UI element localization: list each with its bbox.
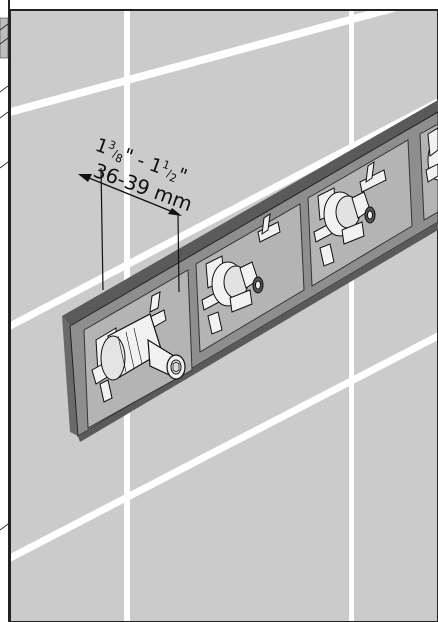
valve-cartridge-icon [425,127,438,183]
valve-cartridge-icon [313,160,387,267]
dimension-arrow-icon [78,174,182,216]
valve-cartridge-icon [201,212,281,335]
tiled-wall [9,0,438,622]
valve-cartridge-icon [91,291,186,403]
left-margin-strip [0,0,10,622]
